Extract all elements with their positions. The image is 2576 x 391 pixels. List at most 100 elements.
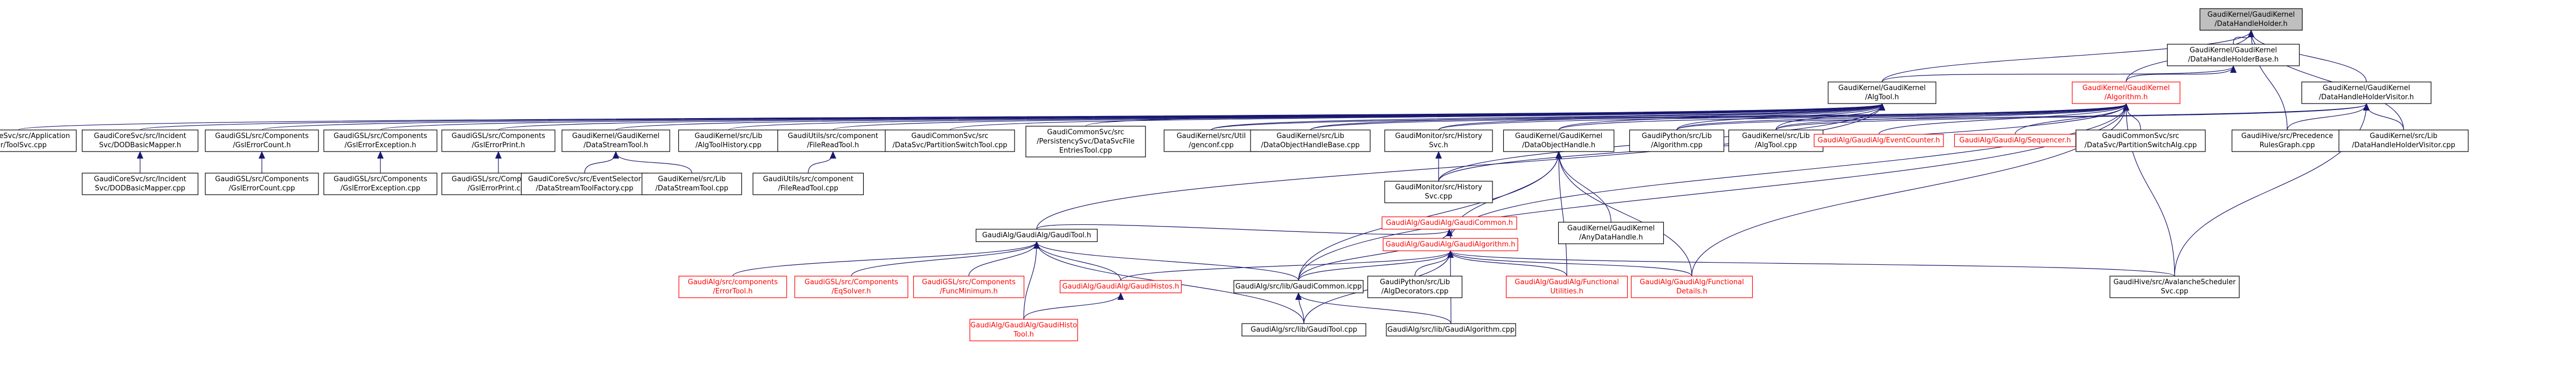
node-label: GaudiAlg/GaudiAlg/GaudiTool.h (982, 231, 1091, 239)
node-label: GaudiAlg/src/lib/GaudiTool.cpp (1251, 326, 1357, 334)
edge-algtool-to-root (1881, 30, 2254, 83)
node-appmgr[interactable]: GaudiCoreSvc/src/ApplicationMgr/ToolSvc.… (0, 129, 77, 152)
edge-dohb-to-algtool (1310, 103, 1885, 131)
node-box (1384, 181, 1493, 203)
node-frcpp[interactable]: GaudiUtils/src/component/FileReadTool.cp… (752, 173, 864, 195)
edge-gccpp-to-doh (1298, 151, 1562, 281)
node-label: GaudiCoreSvc/src/Application (0, 132, 70, 140)
node-dhhvisitor[interactable]: GaudiKernel/GaudiKernel/DataHandleHolder… (2301, 81, 2432, 104)
node-label: /AlgDecorators.cpp (1381, 287, 1449, 296)
node-box (1381, 216, 1517, 230)
node-algtool[interactable]: GaudiKernel/GaudiKernel/AlgTool.h (1828, 81, 1936, 104)
node-label: /FuncMinimum.h (940, 287, 997, 296)
node-label: /AlgTool.h (1865, 93, 1899, 101)
node-evsel[interactable]: GaudiCoreSvc/src/EventSelector/DataStrea… (520, 173, 649, 195)
node-gaudiconf[interactable]: GaudiKernel/src/Util/genconf.cpp (1163, 129, 1259, 152)
node-doh[interactable]: GaudiKernel/GaudiKernel/DataObjectHandle… (1503, 129, 1615, 152)
node-box (81, 129, 199, 152)
node-label: /DataStreamTool.cpp (655, 184, 728, 193)
node-gacpp[interactable]: GaudiAlg/src/lib/GaudiAlgorithm.cpp (1386, 323, 1516, 337)
node-label: Svc/DODBasicMapper.cpp (95, 184, 185, 193)
node-persist[interactable]: GaudiCommonSvc/src/PersistencySvc/DataSv… (1025, 126, 1146, 157)
node-gaudifunc[interactable]: GaudiAlg/GaudiAlg/GaudiTool.h (975, 229, 1098, 242)
node-label: /FileReadTool.cpp (778, 184, 838, 193)
edge-persist-to-algtool (1085, 103, 1885, 127)
node-evcount[interactable]: GaudiAlg/GaudiAlg/EventCounter.h (1814, 134, 1944, 147)
node-label: /Algorithm.h (2105, 93, 2148, 101)
node-label: GaudiCoreSvc/src/EventSelector (528, 175, 641, 183)
node-funcmin[interactable]: GaudiGSL/src/Components/FuncMinimum.h (913, 276, 1025, 298)
node-pydeco[interactable]: GaudiPython/src/Lib/AlgDecorators.cpp (1367, 276, 1463, 298)
node-box (1558, 222, 1664, 244)
node-errexc[interactable]: GaudiGSL/src/Components/GslErrorExceptio… (323, 129, 438, 152)
node-label: GaudiCommonSvc/src (911, 132, 988, 140)
node-label: GaudiAlg/GaudiAlg/Functional (1640, 278, 1744, 286)
node-errcount[interactable]: GaudiGSL/src/Components/GslErrorCount.h (205, 129, 319, 152)
node-box (2109, 276, 2240, 298)
node-dstcpp[interactable]: GaudiKernel/src/Lib/DataStreamTool.cpp (641, 173, 742, 195)
node-box (2301, 81, 2432, 104)
node-dohb[interactable]: GaudiKernel/src/Lib/DataObjectHandleBase… (1250, 129, 1371, 152)
node-gaudialg[interactable]: GaudiAlg/GaudiAlg/GaudiAlgorithm.h (1383, 238, 1518, 251)
node-pyalg[interactable]: GaudiPython/src/Lib/Algorithm.cpp (1629, 129, 1725, 152)
node-label: GaudiAlg/GaudiAlg/GaudiCommon.h (1386, 219, 1513, 227)
node-label: Svc/DODBasicMapper.h (99, 141, 181, 149)
node-dstool[interactable]: GaudiKernel/GaudiKernel/DataStreamTool.h (561, 129, 670, 152)
node-errtool[interactable]: GaudiAlg/src/components/ErrorTool.h (678, 276, 787, 298)
node-gaudicommon[interactable]: GaudiAlg/GaudiAlg/GaudiCommon.h (1381, 216, 1517, 230)
node-label: /DataHandleHolderVisitor.h (2319, 93, 2414, 101)
node-label: /AlgToolHistory.cpp (696, 141, 762, 149)
node-label: GaudiCoreSvc/src/Incident (94, 132, 186, 140)
node-box (205, 129, 319, 152)
node-label: /DataSvc/PartitionSwitchTool.cpp (892, 141, 1007, 149)
node-seq[interactable]: GaudiAlg/GaudiAlg/Sequencer.h (1954, 134, 2077, 147)
node-box (913, 276, 1025, 298)
node-pstool[interactable]: GaudiCommonSvc/src/DataSvc/PartitionSwit… (885, 129, 1015, 152)
node-athist[interactable]: GaudiKernel/src/Lib/AlgToolHistory.cpp (678, 129, 779, 152)
node-gccpp[interactable]: GaudiAlg/src/lib/GaudiCommon.icpp (1233, 280, 1364, 293)
node-dodbmcpp[interactable]: GaudiCoreSvc/src/IncidentSvc/DODBasicMap… (81, 173, 199, 195)
node-label: /DataObjectHandleBase.cpp (1261, 141, 1359, 149)
node-dhhvcpp[interactable]: GaudiKernel/src/Lib/DataHandleHolderVisi… (2338, 129, 2469, 152)
node-gaudihistos[interactable]: GaudiAlg/GaudiAlg/GaudiHistos.h (1059, 280, 1182, 293)
edge-algtool-to-dhhbase (1881, 65, 2237, 83)
node-label: /EqSolver.h (832, 287, 871, 296)
node-label: RulesGraph.cpp (2260, 141, 2315, 149)
node-errprint[interactable]: GaudiGSL/src/Components/GslErrorPrint.h (441, 129, 556, 152)
node-anydh[interactable]: GaudiKernel/GaudiKernel/AnyDataHandle.h (1558, 222, 1664, 244)
node-label: /DataStreamTool.h (584, 141, 648, 149)
node-label: GaudiKernel/GaudiKernel (2207, 11, 2295, 19)
node-label: Svc.cpp (1425, 193, 1453, 201)
node-dhhbase[interactable]: GaudiKernel/GaudiKernel/DataHandleHolder… (2167, 44, 2300, 66)
node-label: /DataSvc/PartitionSwitchAlg.cpp (2085, 141, 2197, 149)
edge-prec-to-dhhvisitor (2287, 103, 2370, 131)
node-algorithm[interactable]: GaudiKernel/GaudiKernel/Algorithm.h (2072, 81, 2181, 104)
edge-gaudifunc-to-algtool (1036, 103, 1885, 230)
node-atcpp[interactable]: GaudiKernel/src/Lib/AlgTool.cpp (1728, 129, 1824, 152)
edge-funcdetails-to-gaudialg (1447, 250, 1692, 277)
node-root[interactable]: GaudiKernel/GaudiKernel/DataHandleHolder… (2199, 8, 2303, 31)
edge-pydeco-to-gaudialg (1414, 250, 1454, 277)
node-dodbm[interactable]: GaudiCoreSvc/src/IncidentSvc/DODBasicMap… (81, 129, 199, 152)
node-errcountcpp[interactable]: GaudiGSL/src/Components/GslErrorCount.cp… (205, 173, 319, 195)
node-label: GaudiPython/src/Lib (1642, 132, 1712, 140)
edge-histsvch-to-algorithm (1438, 103, 2129, 131)
node-label: GaudiAlg/GaudiAlg/GaudiAlgorithm.h (1386, 241, 1516, 249)
node-eqsolver[interactable]: GaudiGSL/src/Components/EqSolver.h (794, 276, 908, 298)
node-box (1386, 323, 1516, 337)
node-errexccpp[interactable]: GaudiGSL/src/Components/GslErrorExceptio… (323, 173, 438, 195)
edge-doh-to-algorithm (1558, 103, 2129, 131)
node-label: GaudiAlg/GaudiAlg/EventCounter.h (1818, 136, 1940, 145)
node-gtcpp[interactable]: GaudiAlg/src/lib/GaudiTool.cpp (1241, 323, 1366, 337)
node-psalg[interactable]: GaudiCommonSvc/src/DataSvc/PartitionSwit… (2075, 129, 2206, 152)
node-box (1059, 280, 1182, 293)
node-frtool[interactable]: GaudiUtils/src/component/FileReadTool.h (777, 129, 889, 152)
node-label: /DataHandleHolderVisitor.cpp (2352, 141, 2455, 149)
